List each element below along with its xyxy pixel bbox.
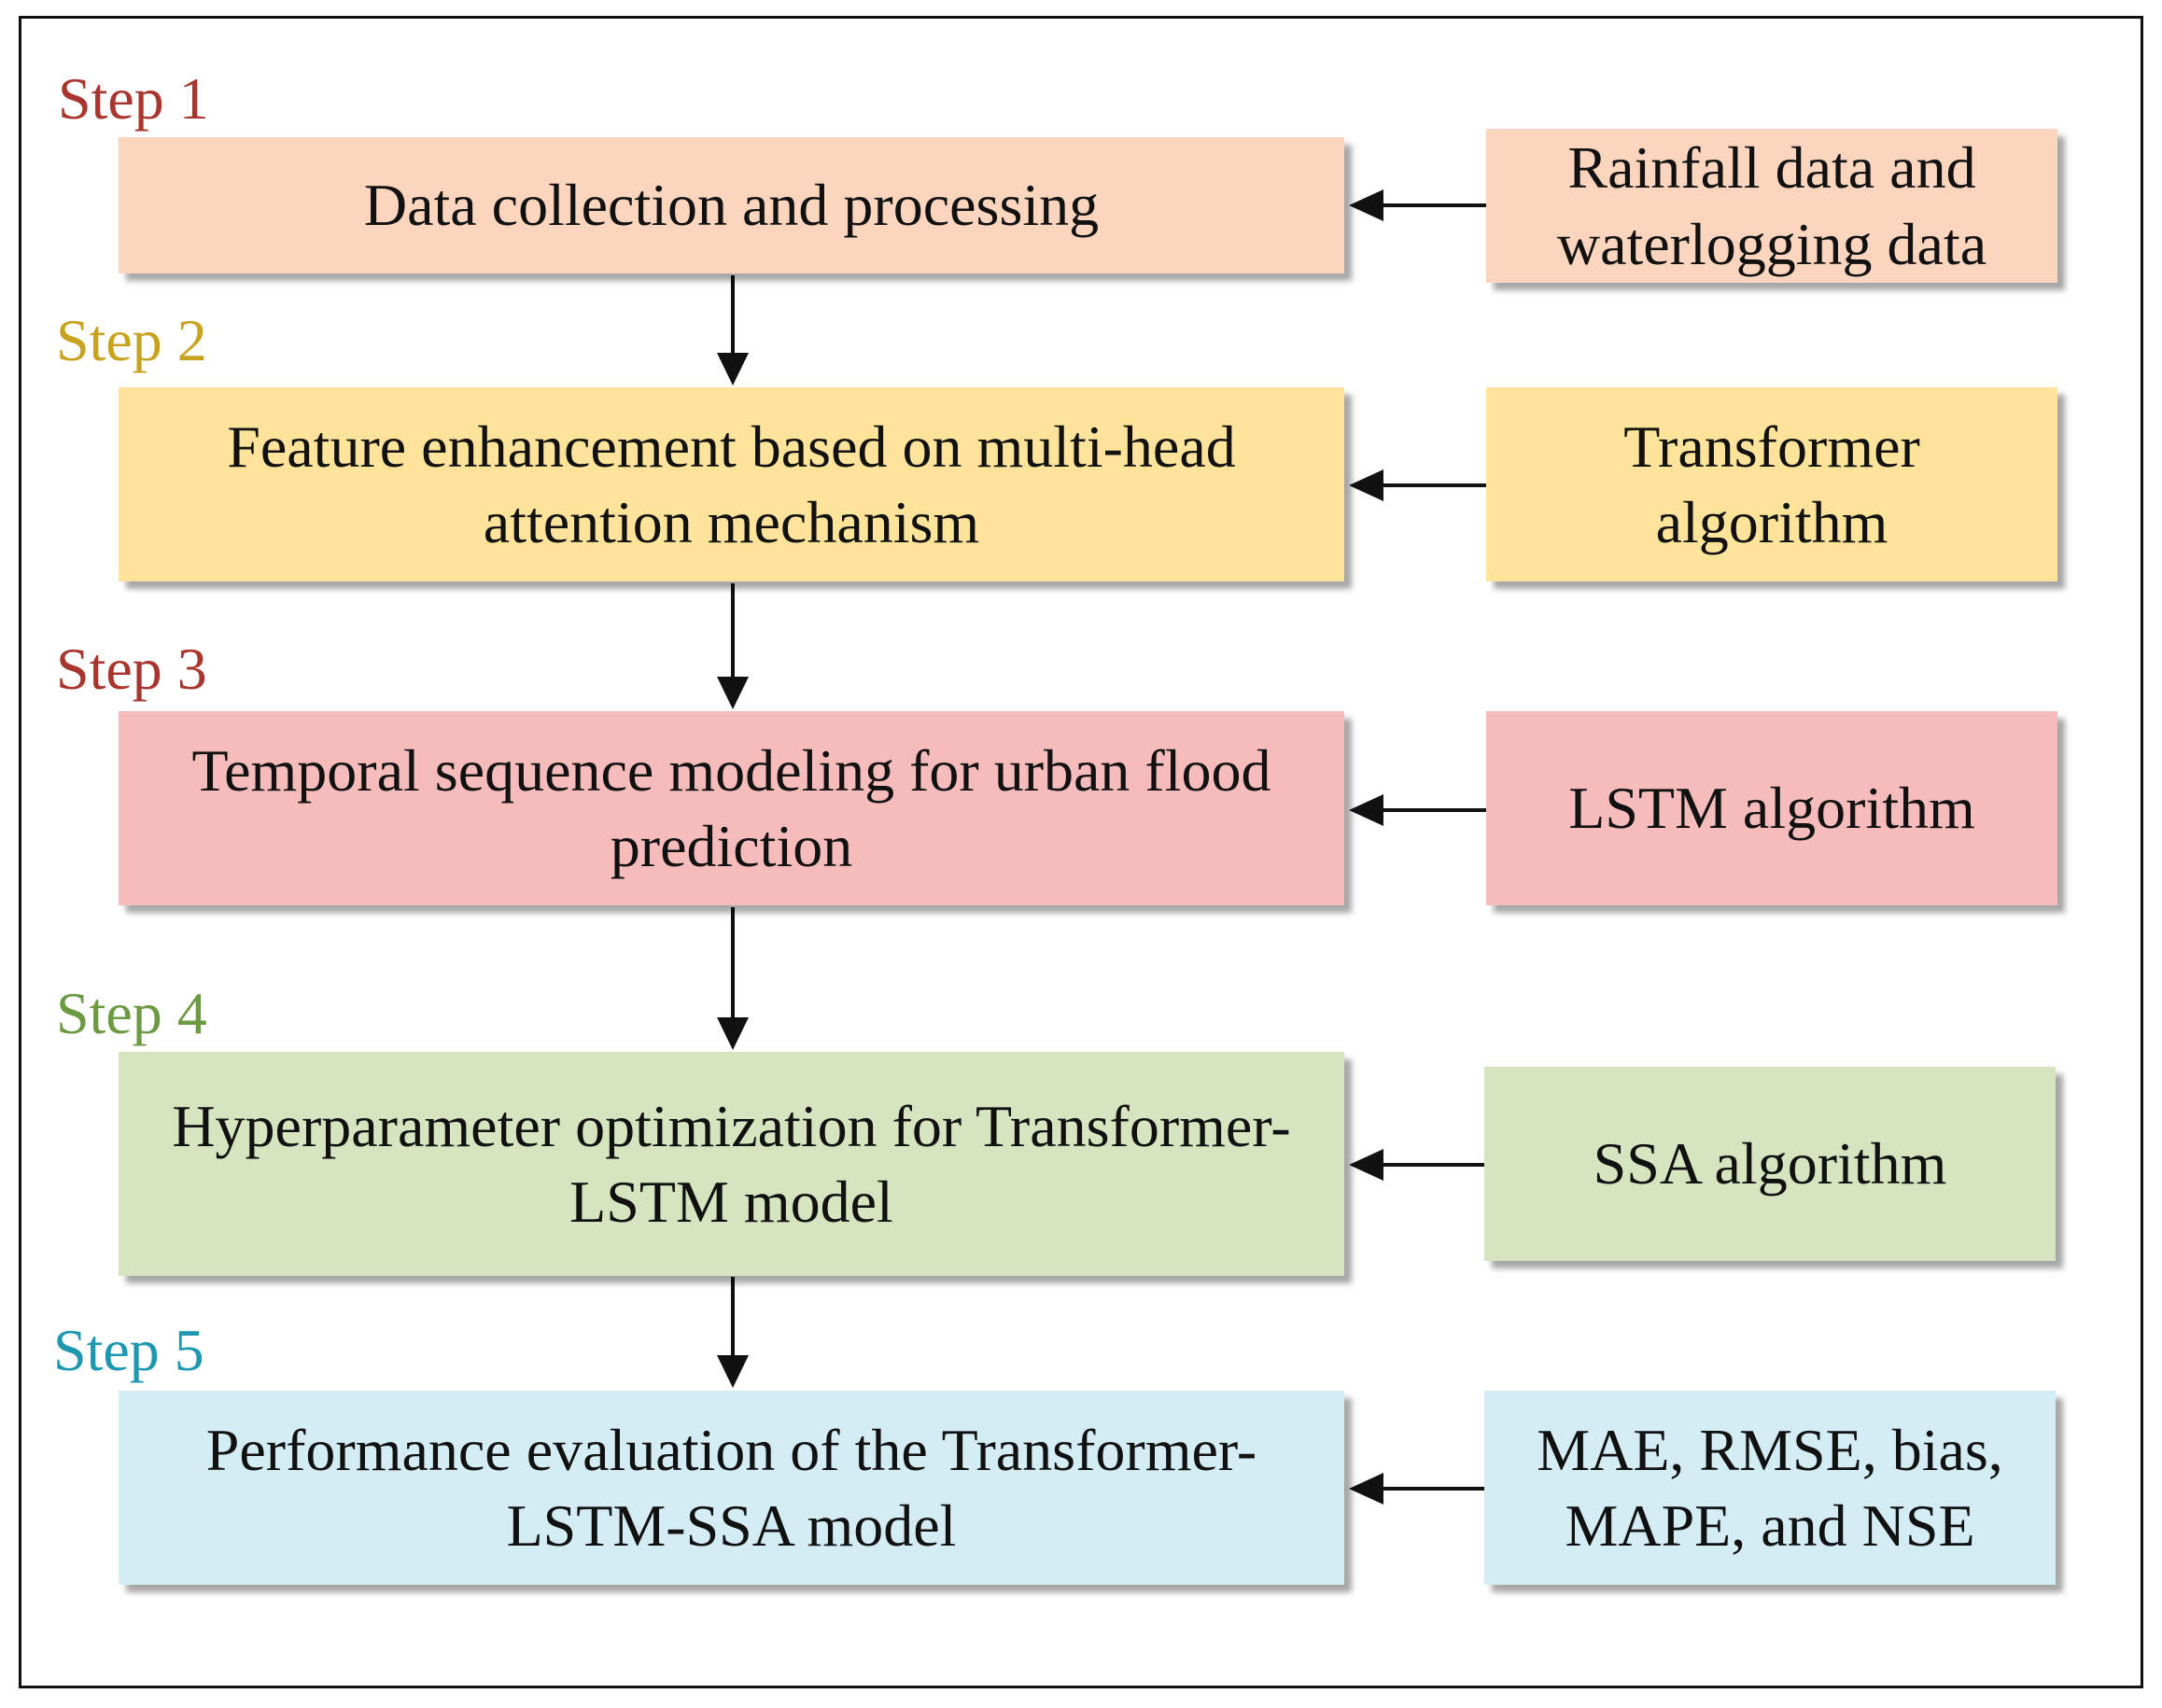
step-1-main-box: Data collection and processing — [119, 137, 1344, 273]
step-4-label: Step 4 — [56, 980, 207, 1046]
step-4-input-text: SSA algorithm — [1593, 1130, 1947, 1197]
step-3-main-box: Temporal sequence modeling for urban flo… — [119, 711, 1344, 905]
step-3-input-text: LSTM algorithm — [1568, 775, 1975, 842]
step-5-main-text: Performance evaluation of the Transforme… — [205, 1416, 1257, 1559]
step-2-input-box: Transformer algorithm — [1486, 387, 2057, 581]
step-2-main-box: Feature enhancement based on multi-head … — [119, 387, 1344, 581]
diagram-frame — [19, 16, 2143, 1688]
step-1-main-text: Data collection and processing — [363, 172, 1100, 239]
step-5-input-text: MAE, RMSE, bias, MAPE, and NSE — [1537, 1416, 2003, 1559]
step-1-input-text: Rainfall data and waterlogging data — [1556, 134, 1987, 277]
flow-arrow-4-to-5 — [717, 1277, 749, 1388]
step-1-label: Step 1 — [58, 65, 209, 132]
input-arrow-step-5 — [1349, 1473, 1484, 1505]
step-2-input-text: Transformer algorithm — [1623, 413, 1920, 555]
step-4-main-text: Hyperparameter optimization for Transfor… — [172, 1092, 1291, 1235]
flow-arrow-1-to-2 — [717, 275, 749, 385]
step-5-input-box: MAE, RMSE, bias, MAPE, and NSE — [1484, 1391, 2056, 1585]
step-3-label: Step 3 — [56, 636, 207, 702]
step-5-main-box: Performance evaluation of the Transforme… — [119, 1391, 1344, 1585]
step-4-main-box: Hyperparameter optimization for Transfor… — [119, 1052, 1344, 1276]
step-3-input-box: LSTM algorithm — [1486, 711, 2057, 905]
step-2-label: Step 2 — [56, 307, 207, 373]
input-arrow-step-1 — [1349, 189, 1486, 221]
step-3-main-text: Temporal sequence modeling for urban flo… — [191, 736, 1271, 879]
input-arrow-step-3 — [1349, 794, 1486, 826]
step-2-main-text: Feature enhancement based on multi-head … — [227, 413, 1236, 555]
flow-arrow-3-to-4 — [717, 907, 749, 1050]
flow-arrow-2-to-3 — [717, 583, 749, 709]
step-5-label: Step 5 — [53, 1317, 204, 1383]
step-4-input-box: SSA algorithm — [1484, 1067, 2056, 1261]
input-arrow-step-2 — [1349, 469, 1486, 501]
step-1-input-box: Rainfall data and waterlogging data — [1486, 129, 2057, 283]
input-arrow-step-4 — [1349, 1149, 1484, 1181]
